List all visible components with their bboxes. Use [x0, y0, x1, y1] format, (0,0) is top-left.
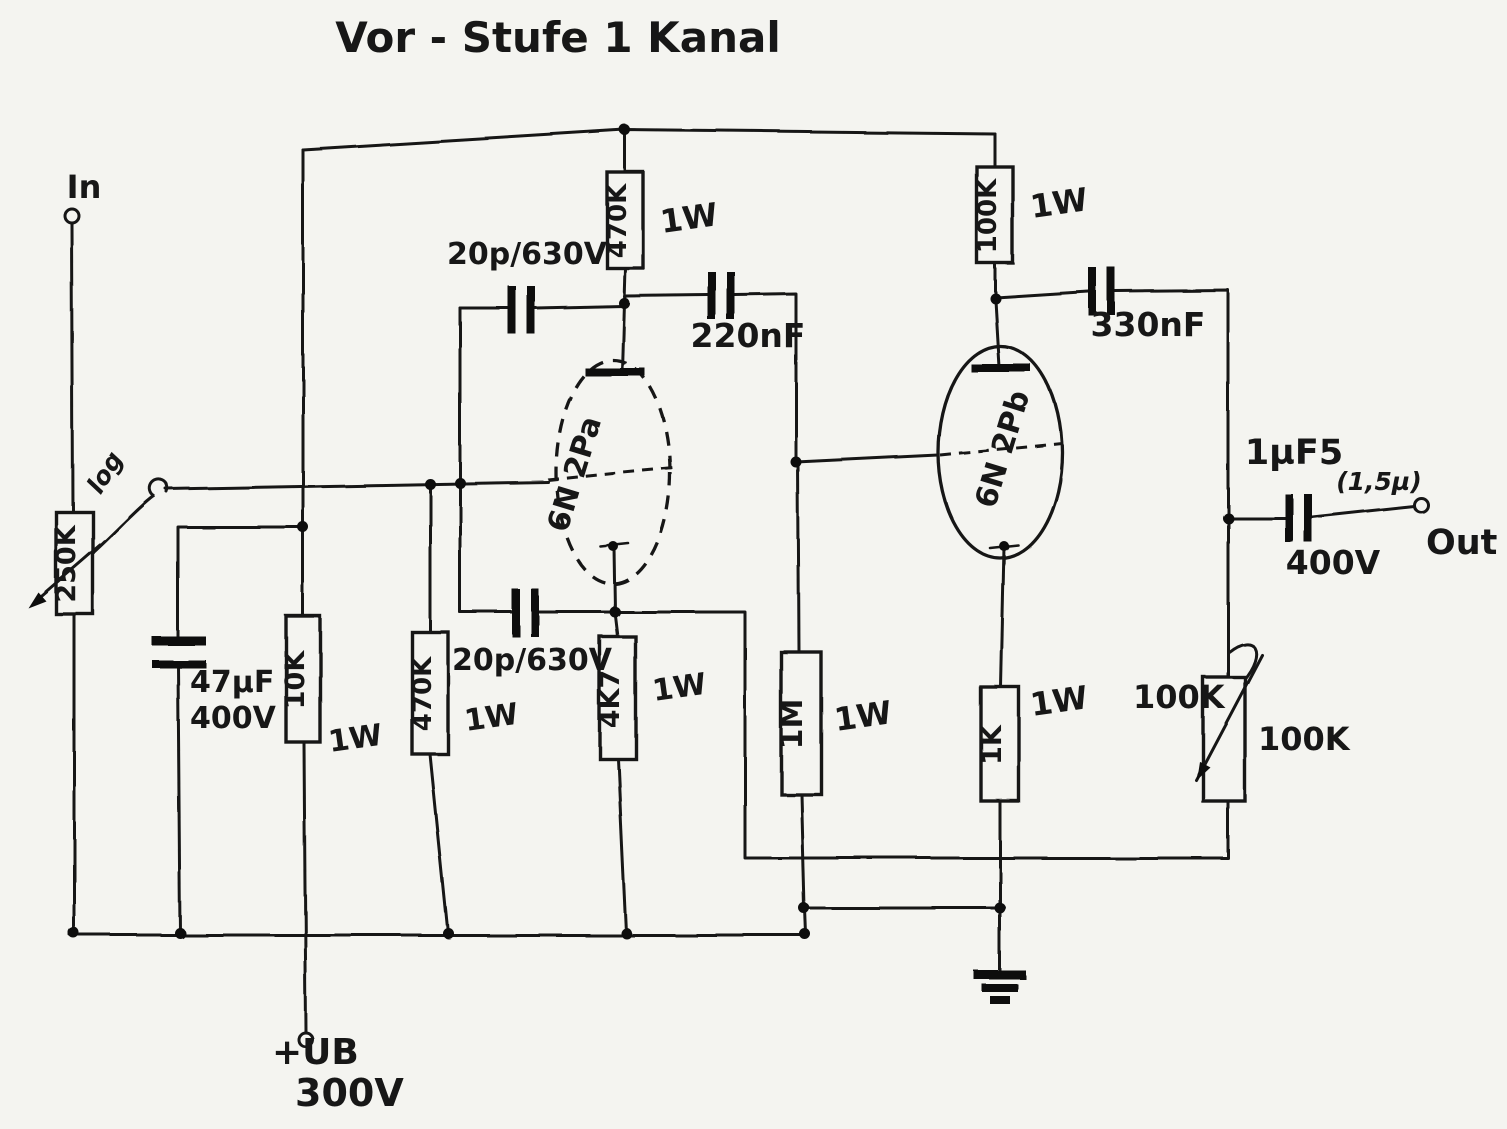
resistor-470k-grid-a-body — [410, 630, 450, 756]
circuit-wires — [68, 128, 1416, 1034]
resistor-100k-plate-b-power: 1W — [1028, 180, 1090, 226]
capacitor-plates — [152, 267, 1312, 668]
resistor-10k-body — [284, 614, 322, 744]
volume-pot-value: 250K — [51, 524, 82, 602]
resistor-4k7-value: 4K7 — [595, 670, 626, 729]
feedback-pot-value-right: 100K — [1258, 720, 1351, 758]
schematic-title: Vor - Stufe 1 Kanal — [335, 13, 780, 62]
input-label: In — [67, 168, 102, 206]
resistor-1m-body — [779, 650, 823, 796]
volume-pot-symbol — [28, 510, 102, 616]
ground-icon — [974, 970, 1026, 1004]
comp-cap-bottom-value: 20p/630V — [452, 643, 613, 678]
comp-cap-top-value: 20p/630V — [447, 237, 608, 272]
tube-a-label: 6N 2Pa — [541, 412, 609, 536]
coupling-cap-value: 220nF — [691, 316, 806, 355]
junction-dots — [68, 124, 1234, 940]
supply-terminal — [297, 1031, 315, 1049]
supply-voltage: 300V — [295, 1071, 404, 1115]
resistor-100k-plate-b-body — [975, 165, 1015, 265]
resistor-470k-grid-a-power: 1W — [462, 697, 520, 739]
input-terminal — [63, 207, 81, 225]
filter-cap-value: 47µF — [190, 665, 274, 700]
resistor-10k-power: 1W — [326, 718, 384, 760]
pot-taper-label: log — [81, 446, 129, 498]
resistor-10k-value: 10K — [280, 650, 311, 710]
resistor-1k-value: 1K — [977, 724, 1008, 765]
tube-b-label: 6N 2Pb — [969, 386, 1038, 512]
resistor-470k-grid-a-value: 470K — [408, 656, 438, 731]
resistor-470k-plate-a-body — [605, 170, 645, 270]
output-label: Out — [1426, 523, 1497, 563]
output-cap-voltage: 400V — [1286, 543, 1381, 582]
output-cap-alt: (1,5µ) — [1336, 467, 1422, 496]
interstage-cap-value: 330nF — [1091, 305, 1206, 344]
output-cap-value: 1µF5 — [1245, 433, 1343, 473]
resistor-470k-plate-a-power: 1W — [658, 195, 720, 241]
tube-a-grid — [547, 465, 679, 482]
resistor-4k7-body — [598, 635, 638, 761]
filter-cap-voltage: 400V — [190, 701, 277, 736]
feedback-pot-arrowhead — [1196, 761, 1210, 780]
resistor-1k-body — [979, 685, 1021, 803]
feedback-pot-symbol — [1194, 653, 1264, 803]
resistor-1m-power: 1W — [832, 693, 894, 739]
supply-label: +UB — [272, 1032, 359, 1073]
tube-b-symbol — [936, 344, 1064, 560]
pot-arrowhead — [28, 592, 46, 608]
resistor-1m-value: 1M — [775, 699, 810, 750]
resistor-1k-power: 1W — [1028, 678, 1090, 724]
resistor-100k-plate-b-value: 100K — [973, 178, 1003, 253]
output-terminal — [1412, 496, 1430, 514]
feedback-pot-value-left: 100K — [1133, 678, 1226, 716]
resistor-4k7-power: 1W — [650, 667, 708, 709]
tube-b-grid — [939, 441, 1063, 457]
resistor-470k-plate-a-value: 470K — [603, 183, 633, 258]
